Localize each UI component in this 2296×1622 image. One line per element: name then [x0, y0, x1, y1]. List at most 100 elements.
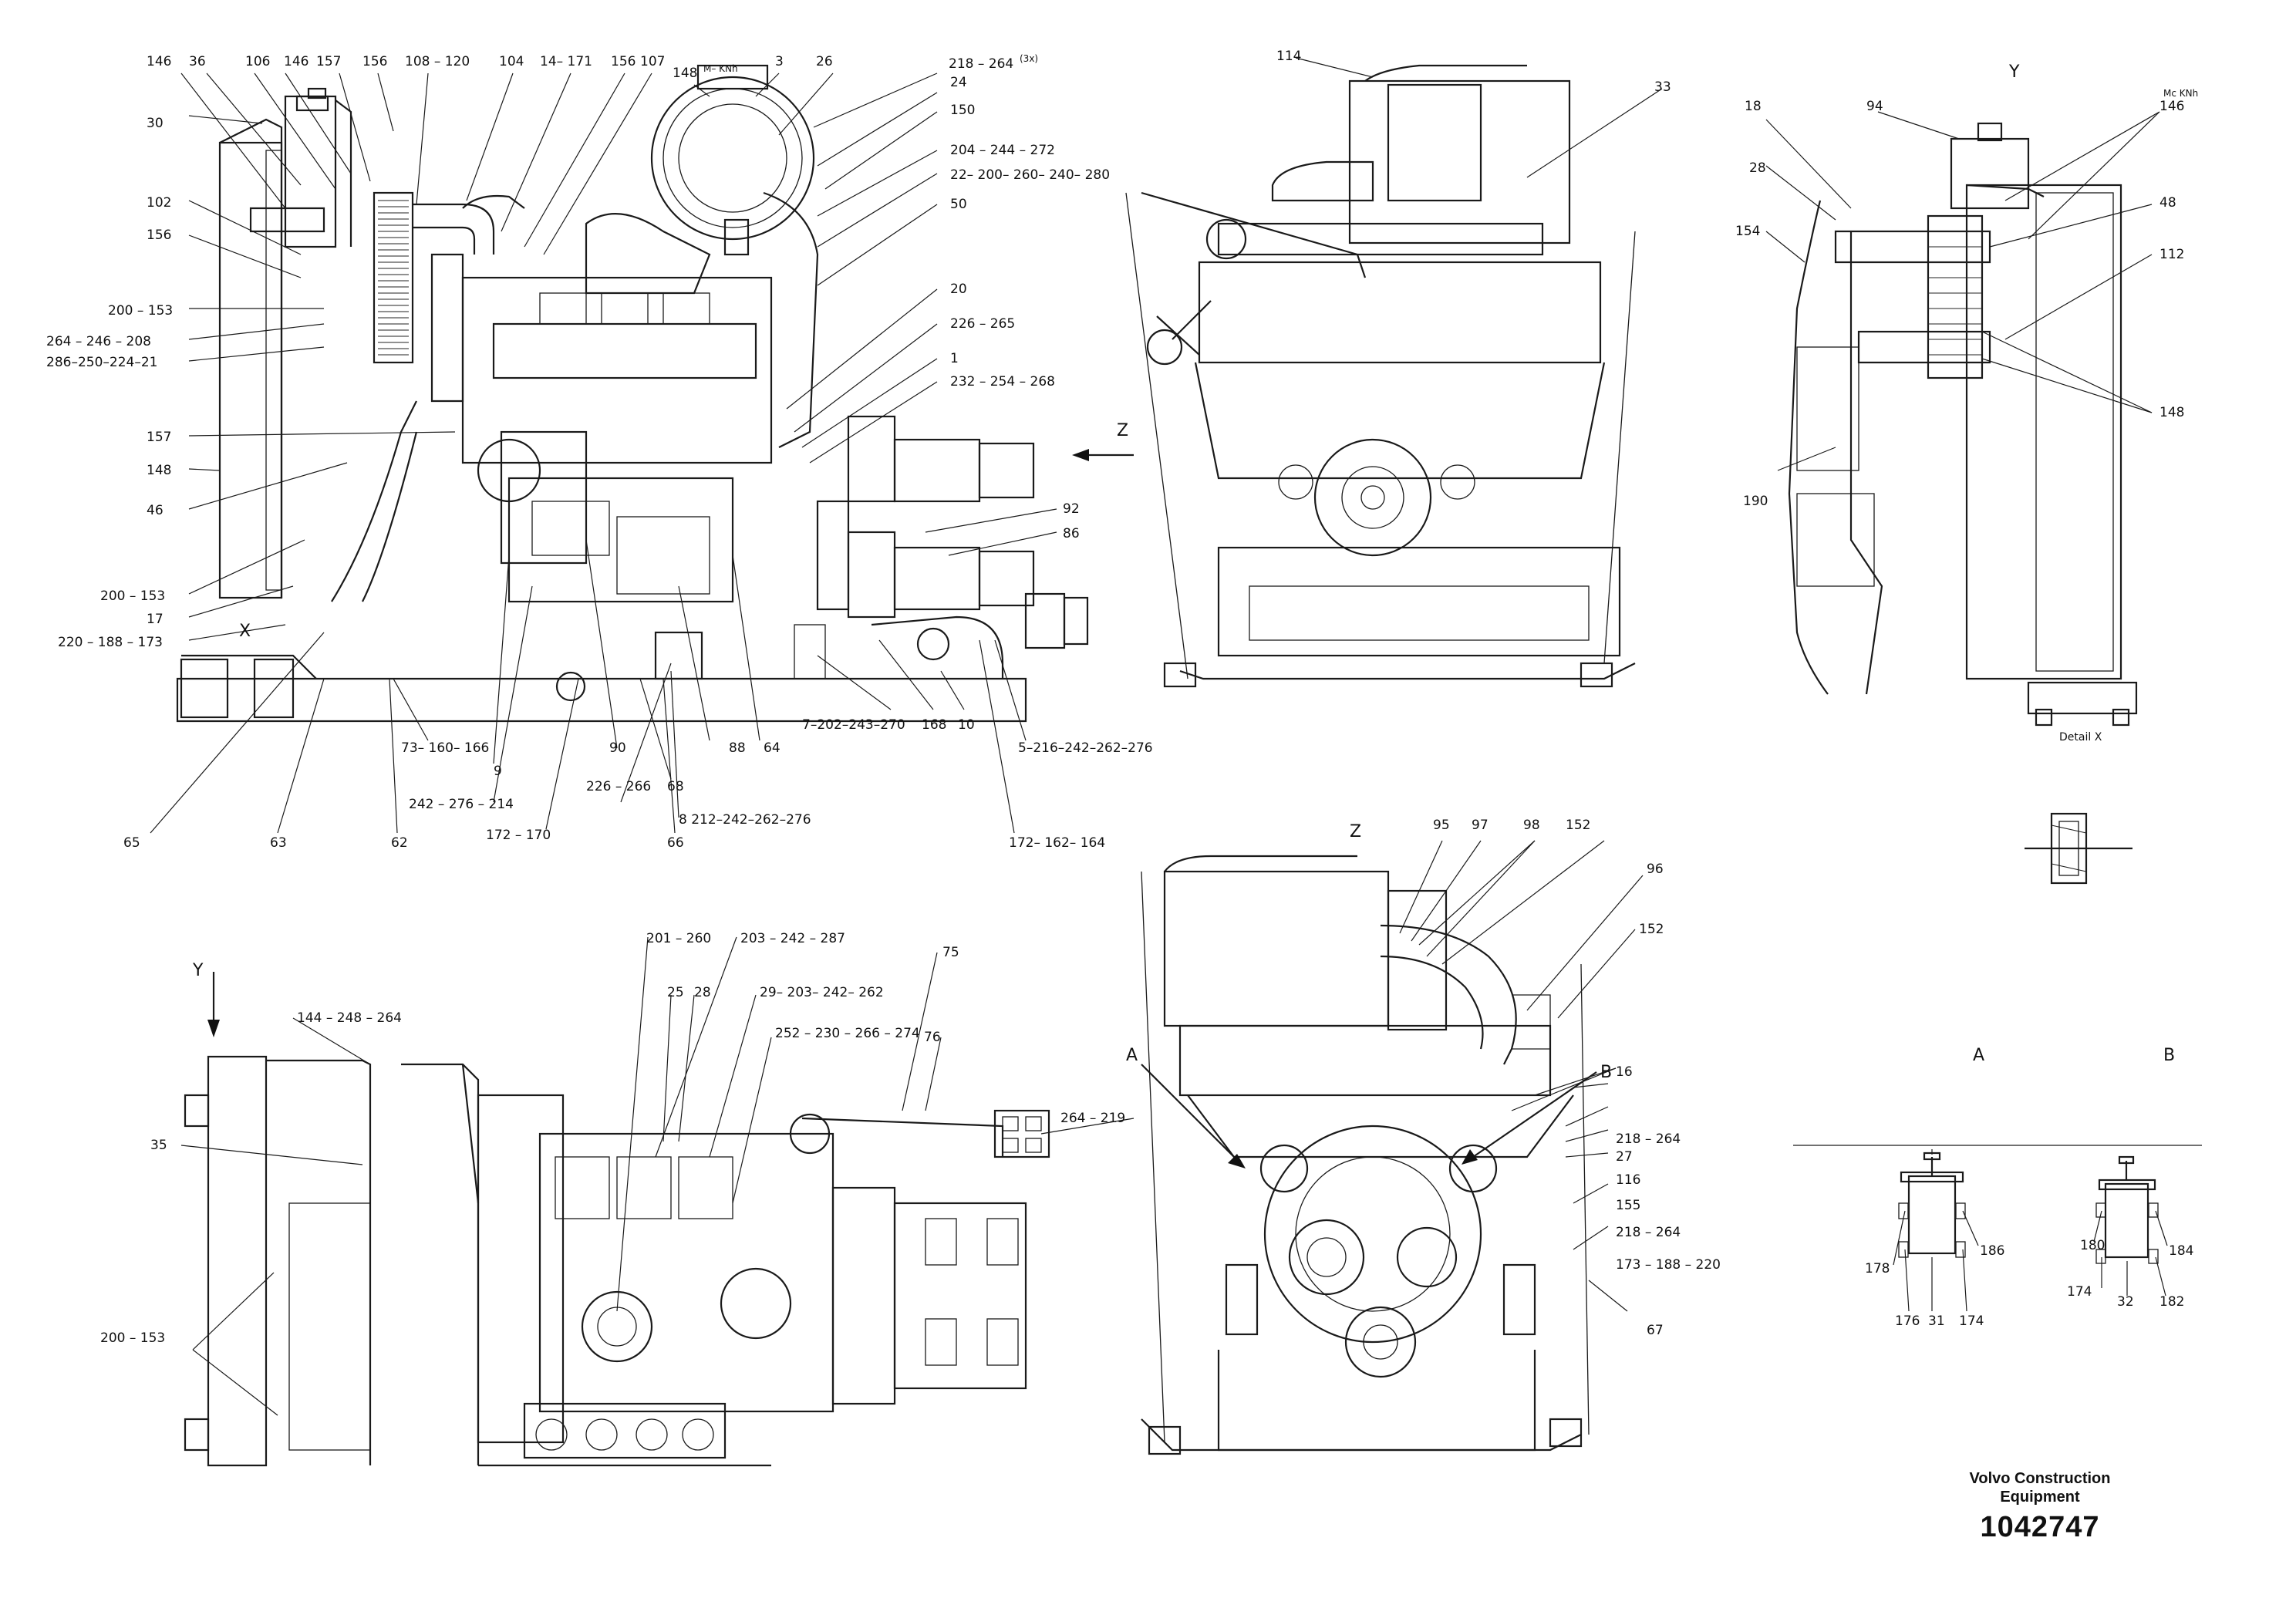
callout: 32	[2117, 1294, 2134, 1310]
callout: 200 – 153	[100, 588, 165, 604]
callout: 156	[362, 54, 387, 69]
callout: 95	[1433, 818, 1450, 833]
callout: 18	[1745, 99, 1762, 114]
side-view	[150, 64, 1134, 834]
detail-x-caption: Detail X	[2059, 731, 2102, 744]
view-labels: Z Z Y Y X A B A B Detail X M– KNh Mc KNh…	[192, 53, 2198, 1082]
callout: 14– 171	[540, 54, 592, 69]
callout: 30	[147, 116, 164, 131]
callout: 48	[2159, 195, 2176, 211]
callout: 114	[1276, 49, 1301, 64]
callout: 90	[609, 740, 626, 756]
callout: 104	[499, 54, 524, 69]
callout: 3	[775, 54, 784, 69]
plan-view-leaders	[180, 936, 1135, 1416]
rear-view-leaders	[1399, 840, 1644, 1312]
view-label-z: Z	[1117, 421, 1128, 440]
y-view-callouts: 18 94 146 28 48 154 112 148 190	[1735, 99, 2184, 509]
callout: 200 – 153	[108, 303, 173, 319]
plan-view	[180, 936, 1135, 1467]
callout: 146	[2159, 99, 2184, 114]
radiator-core	[378, 200, 409, 356]
callout: 155	[1616, 1198, 1640, 1213]
callout: 102	[147, 195, 171, 211]
drawing-number: 1042747	[1980, 1511, 2100, 1543]
callout: 108 – 120	[405, 54, 470, 69]
note-label: (3x)	[1020, 53, 1038, 64]
view-label-a: A	[1126, 1046, 1138, 1065]
callout: 94	[1866, 99, 1883, 114]
callout: 242 – 276 – 214	[409, 797, 514, 812]
callout: 107	[640, 54, 665, 69]
callout: 66	[667, 835, 684, 851]
callout: 64	[764, 740, 781, 756]
side-view-leaders	[150, 73, 1057, 834]
callout: 8 212–242–262–276	[679, 812, 811, 828]
callout: 252 – 230 – 266 – 274	[775, 1026, 920, 1041]
front-view-callouts: 114 33	[1276, 49, 1671, 95]
callout: 28	[694, 985, 711, 1000]
callout: 98	[1523, 818, 1540, 833]
callout: 220 – 188 – 173	[58, 635, 163, 650]
detail-x-section	[2025, 812, 2132, 885]
callout: 152	[1566, 818, 1590, 833]
callout: 75	[942, 945, 959, 960]
callout: 148	[673, 66, 697, 81]
callout: 36	[189, 54, 206, 69]
callout: 264 – 219	[1060, 1111, 1125, 1126]
mount-details	[1793, 1145, 2202, 1312]
callout: 31	[1928, 1313, 1945, 1329]
callout: 157	[147, 430, 171, 445]
note-label: M– KNh	[703, 63, 738, 74]
callout: 190	[1743, 494, 1768, 509]
callout: 88	[729, 740, 746, 756]
callout: 86	[1063, 526, 1080, 541]
callout: 35	[150, 1138, 167, 1153]
callout: 106	[245, 54, 270, 69]
callout: 184	[2169, 1243, 2193, 1259]
callout: 63	[270, 835, 287, 851]
callout: 96	[1647, 862, 1664, 877]
callout: 73– 160– 166	[401, 740, 489, 756]
callout: 28	[1749, 160, 1766, 176]
callout: 29– 203– 242– 262	[760, 985, 884, 1000]
callout: 178	[1865, 1261, 1890, 1276]
callout: 67	[1647, 1323, 1664, 1338]
callout: 27	[1616, 1149, 1633, 1165]
view-label-b: B	[1600, 1063, 1612, 1082]
callout: 33	[1654, 79, 1671, 95]
callout: 174	[1959, 1313, 1984, 1329]
callout: 46	[147, 503, 164, 518]
callout: 116	[1616, 1172, 1640, 1188]
plan-view-callouts: 201 – 260 203 – 242 – 287 75 25 28 29– 2…	[100, 931, 1125, 1346]
side-view-callouts: 146 36 106 146 157 156 108 – 120 104 14–…	[46, 54, 1153, 851]
callout: 176	[1895, 1313, 1920, 1329]
callout: 173 – 188 – 220	[1616, 1257, 1721, 1273]
callout: 150	[950, 103, 975, 118]
callout: 9	[494, 764, 502, 779]
callout: 154	[1735, 224, 1760, 239]
callout: 24	[950, 75, 967, 90]
callout: 204 – 244 – 272	[950, 143, 1055, 158]
callout: 186	[1980, 1243, 2004, 1259]
rear-view	[1141, 840, 1644, 1455]
callout: 152	[1639, 922, 1664, 937]
callout: 226 – 265	[950, 316, 1015, 332]
callout: 10	[958, 717, 975, 733]
callout: 26	[816, 54, 833, 69]
callout: 65	[123, 835, 140, 851]
callout: 174	[2067, 1284, 2092, 1300]
callout: 264 – 246 – 208	[46, 334, 151, 349]
callout: 146	[284, 54, 308, 69]
callout: 172– 162– 164	[1009, 835, 1105, 851]
callout: 148	[147, 463, 171, 478]
callout: 286–250–224–21	[46, 355, 157, 370]
callout: 148	[2159, 405, 2184, 420]
callout: 144 – 248 – 264	[297, 1010, 402, 1026]
callout: 1	[950, 351, 959, 366]
callout: 232 – 254 – 268	[950, 374, 1055, 389]
callout: 62	[391, 835, 408, 851]
front-view	[1125, 57, 1663, 688]
title-block: Volvo Construction Equipment 1042747	[1947, 1469, 2132, 1544]
